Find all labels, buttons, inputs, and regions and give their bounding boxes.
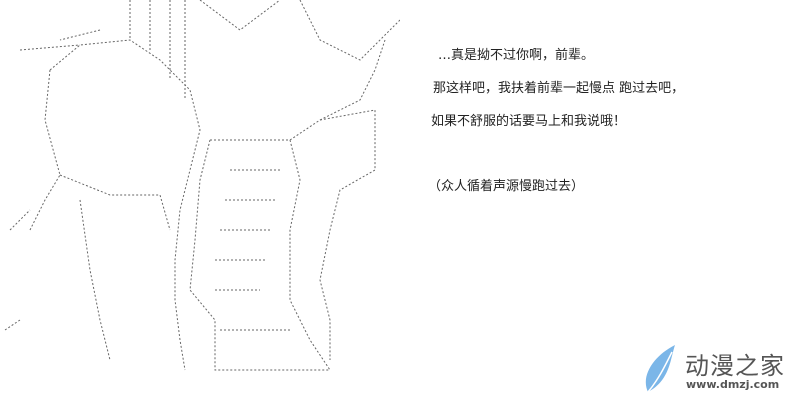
feather-icon [645,345,675,393]
watermark-name: 动漫之家 [685,352,785,380]
dialogue-line-2: 那这样吧，我扶着前辈一起慢点 跑过去吧， [433,81,685,96]
dmzj-watermark-logo: 动漫之家 www.dmzj.com [640,340,800,400]
ascii-art-illustration [4,0,400,371]
dialogue-line-1: …真是拗不过你啊，前辈。 [438,48,595,63]
narration-line: （众人循着声源慢跑过去） [428,179,585,194]
watermark-url: www.dmzj.com [686,378,780,391]
dialogue-line-3: 如果不舒服的话要马上和我说哦！ [431,114,627,129]
